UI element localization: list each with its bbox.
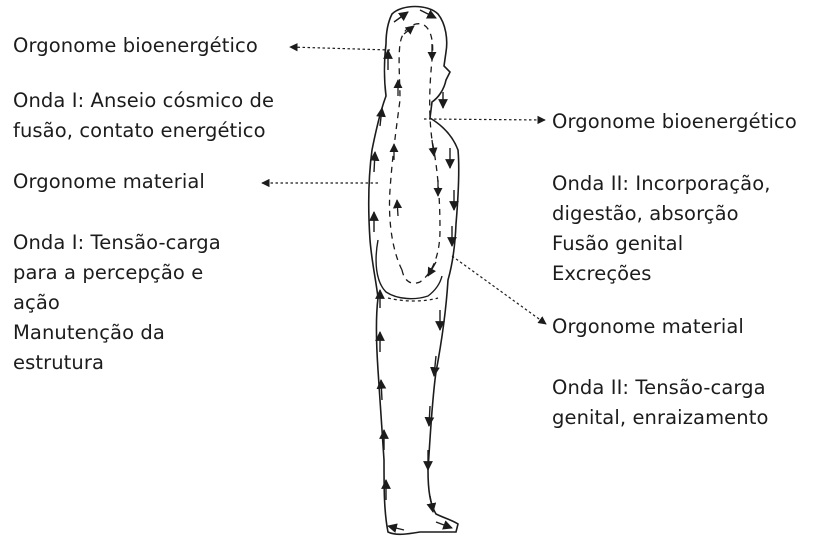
flow-arrows-front: [423, 92, 459, 530]
label-line: ação: [13, 291, 60, 314]
label-line: Excreções: [552, 262, 652, 285]
flow-arrows-inner: [389, 25, 443, 277]
flow-arrows-back: [369, 9, 437, 533]
label-line: Onda I: Anseio cósmico de: [13, 89, 275, 112]
label-line: Fusão genital: [552, 232, 684, 255]
label-right-wave2-lower: Onda II: Tensão-carga genital, enraizame…: [552, 373, 769, 433]
label-line: genital, enraizamento: [552, 406, 769, 429]
label-line: Onda II: Incorporação,: [552, 172, 771, 195]
leader-left-bio: [289, 43, 391, 52]
arm-outline: [375, 239, 443, 300]
label-line: para a percepção e: [13, 261, 204, 284]
leader-right-mat: [451, 255, 547, 325]
label-line: Manutenção da: [13, 321, 165, 344]
label-right-wave2-upper: Onda II: Incorporação, digestão, absorçã…: [552, 169, 771, 289]
leader-lines: [261, 43, 547, 325]
label-line: Onda II: Tensão-carga: [552, 376, 766, 399]
label-right-orgonome-mat: Orgonome material: [552, 315, 744, 338]
label-left-orgonome-bio: Orgonome bioenergético: [13, 34, 258, 57]
waist-line: [387, 297, 439, 302]
label-left-wave1-lower: Onda I: Tensão-carga para a percepção e …: [13, 228, 221, 378]
label-right-orgonome-bio: Orgonome bioenergético: [552, 110, 797, 133]
upper-energy-loop: [388, 23, 441, 284]
body-silhouette: [367, 5, 460, 536]
label-left-wave1-upper: Onda I: Anseio cósmico de fusão, contato…: [13, 86, 274, 146]
label-left-orgonome-mat: Orgonome material: [13, 170, 205, 193]
label-line: estrutura: [13, 351, 105, 374]
label-line: digestão, absorção: [552, 202, 739, 225]
leader-right-bio: [423, 115, 546, 125]
label-line: Onda I: Tensão-carga: [13, 231, 221, 254]
label-line: fusão, contato energético: [13, 119, 266, 142]
